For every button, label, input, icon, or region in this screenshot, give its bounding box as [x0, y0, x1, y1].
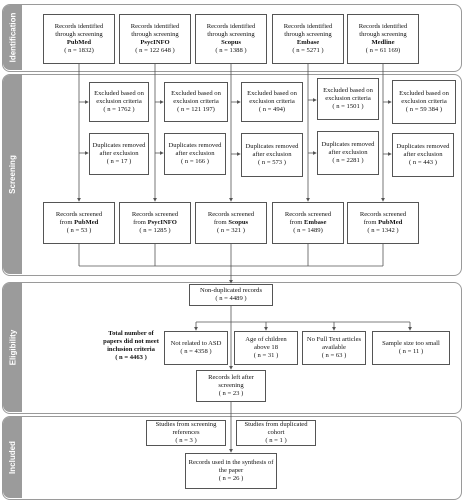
duplicates-box-1: Duplicates removed after exclusion( n = … — [89, 133, 149, 175]
included-tab: Included — [3, 417, 22, 498]
studies-from-duplicated-box: Studies from duplicated cohort( n = 1 ) — [236, 420, 316, 446]
excluded-box-5: Excluded based on exclusion criteria( n … — [392, 80, 456, 124]
excluded-box-4: Excluded based on exclusion criteria( n … — [317, 78, 379, 120]
screening-tab: Screening — [3, 75, 22, 274]
identification-tab: Identification — [3, 5, 22, 70]
duplicates-box-4: Duplicates removed after exclusion( n = … — [317, 131, 379, 175]
duplicates-box-3: Duplicates removed after exclusion( n = … — [241, 133, 303, 177]
records-left-box: Records left after screening( n = 23 ) — [196, 370, 266, 402]
eligibility-tab: Eligibility — [3, 283, 22, 412]
studies-from-references-box: Studies from screening references( n = 3… — [146, 420, 226, 446]
reason-box-fulltext: No Full Text articles available( n = 63 … — [302, 331, 366, 365]
reason-box-age: Age of children above 18( n = 31 ) — [234, 331, 298, 365]
final-records-box: Records used in the synthesis of the pap… — [185, 453, 277, 489]
excluded-box-3: Excluded based on exclusion criteria( n … — [241, 82, 303, 122]
total-not-meet-label: Total number of papers did not meet incl… — [100, 322, 162, 370]
nonduplicated-box: Non-duplicated records( n = 4489 ) — [189, 284, 273, 306]
duplicates-box-2: Duplicates removed after exclusion( n = … — [164, 133, 226, 175]
excluded-box-1: Excluded based on exclusion criteria( n … — [89, 82, 149, 122]
reason-box-sample: Sample size too small( n = 11 ) — [372, 331, 450, 365]
excluded-box-2: Excluded based on exclusion criteria( n … — [164, 82, 228, 122]
reason-box-asd: Not related to ASD( n = 4358 ) — [164, 331, 228, 365]
duplicates-box-5: Duplicates removed after exclusion( n = … — [392, 133, 454, 177]
